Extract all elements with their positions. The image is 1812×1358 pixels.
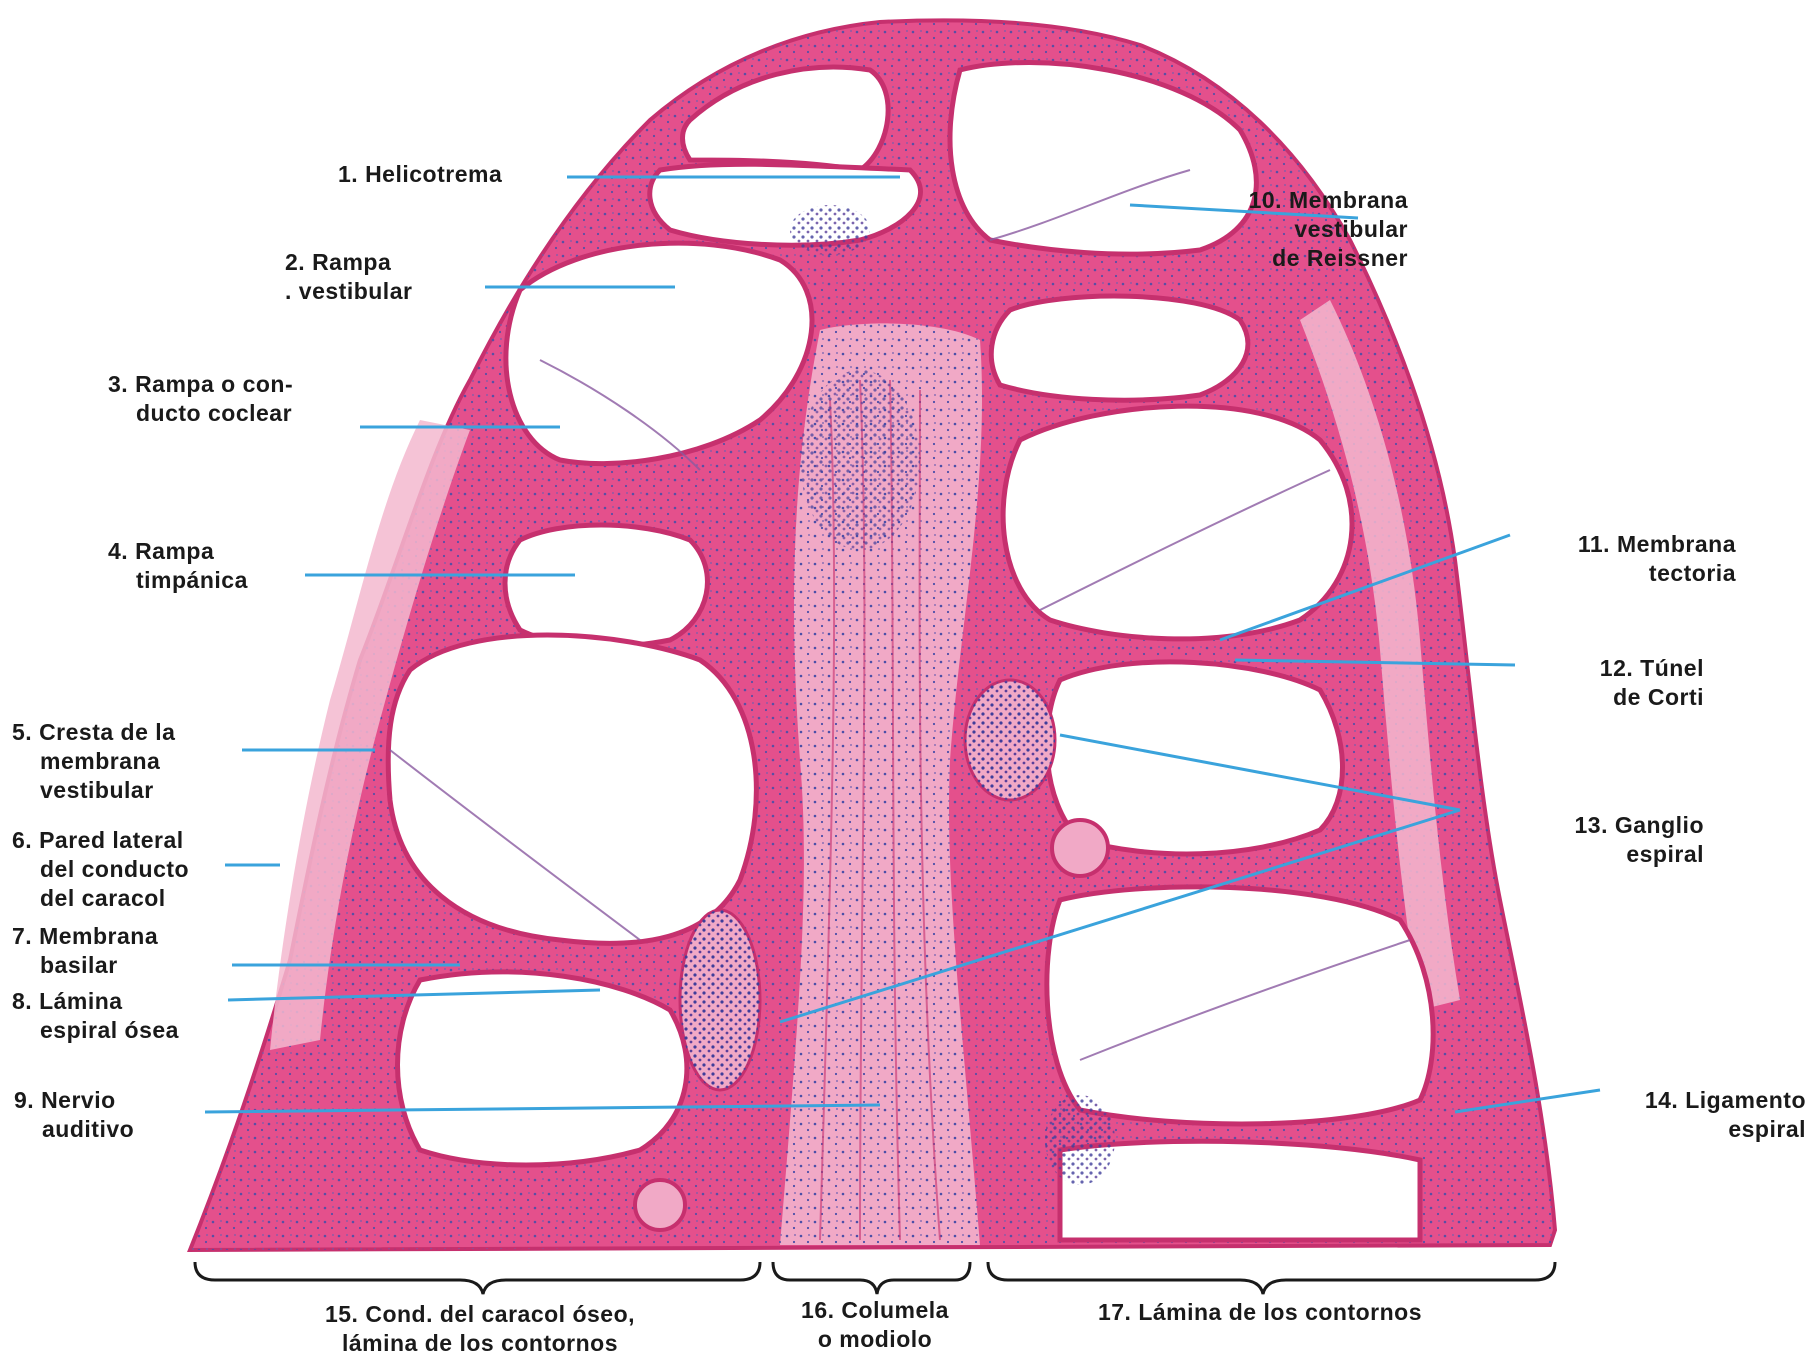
- label-lamina-contornos: 17. Lámina de los contornos: [1050, 1298, 1470, 1327]
- brace-16: [773, 1262, 970, 1294]
- label-rampa-coclear: 3. Rampa o con- ducto coclear: [108, 370, 293, 428]
- cavity-right-2a: [991, 296, 1248, 400]
- label-rampa-timpanica: 4. Rampa timpánica: [108, 537, 248, 595]
- brace-17: [988, 1262, 1555, 1294]
- cavity-right-3c: [1060, 1141, 1420, 1240]
- cavity-left-2b: [505, 525, 707, 647]
- cavity-left-3a: [388, 635, 756, 943]
- cavity-right-3b: [1047, 887, 1433, 1124]
- label-membrana-basilar: 7. Membrana basilar: [12, 922, 158, 980]
- label-ganglio-espiral: 13. Ganglio espiral: [1575, 811, 1704, 869]
- label-nervio-auditivo: 9. Nervio auditivo: [14, 1086, 134, 1144]
- label-tunel-corti: 12. Túnel de Corti: [1600, 654, 1704, 712]
- label-rampa-vestibular: 2. Rampa . vestibular: [285, 248, 412, 306]
- label-cresta-membrana: 5. Cresta de la membrana vestibular: [12, 718, 175, 805]
- label-pared-lateral: 6. Pared lateral del conducto del caraco…: [12, 826, 189, 913]
- cavity-left-3b: [398, 972, 687, 1165]
- bottom-braces: [195, 1262, 1555, 1294]
- label-conducto-caracol-oseo: 15. Cond. del caracol óseo, lámina de lo…: [270, 1300, 690, 1358]
- cavity-right-2b: [1003, 406, 1352, 639]
- label-lamina-espiral: 8. Lámina espiral ósea: [12, 987, 179, 1045]
- label-membrana-reissner: 10. Membrana vestibular de Reissner: [1249, 186, 1408, 273]
- label-helicotrema: 1. Helicotrema: [338, 160, 502, 189]
- brace-15: [195, 1262, 760, 1294]
- label-ligamento-espiral: 14. Ligamento espiral: [1645, 1086, 1806, 1144]
- label-membrana-tectoria: 11. Membrana tectoria: [1578, 530, 1736, 588]
- label-columela-modiolo: 16. Columela o modiolo: [770, 1296, 980, 1354]
